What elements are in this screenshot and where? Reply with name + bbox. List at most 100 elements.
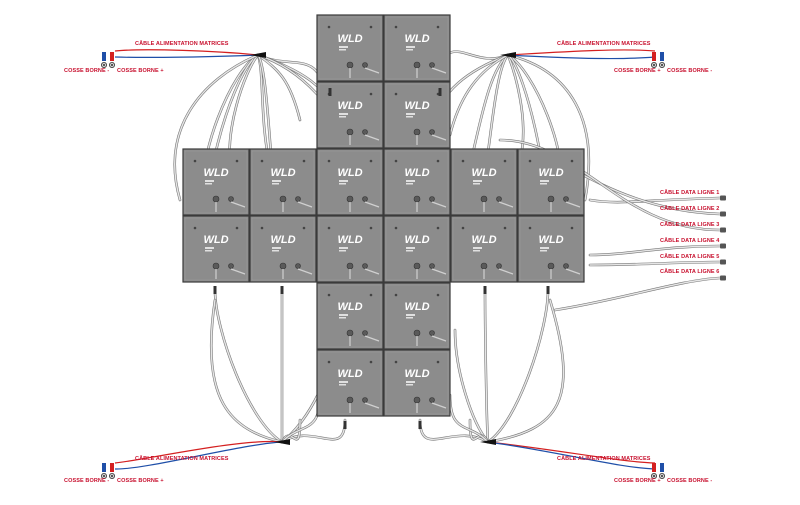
cosse-plus-label-top-left: COSSE BORNE +: [117, 68, 164, 74]
panel-screw: [503, 226, 507, 230]
panel-socket: [547, 262, 555, 270]
panel-screw: [570, 159, 574, 163]
led-panel: WLD: [517, 148, 585, 216]
panel-screw: [193, 226, 197, 230]
cosse-minus-label-top-left: COSSE BORNE -: [64, 68, 110, 74]
cable: [454, 329, 489, 443]
panel-jumper: [565, 268, 581, 275]
panel-sticker: [406, 247, 415, 249]
panel-socket: [563, 263, 569, 269]
panel-sticker: [339, 381, 348, 383]
panel-bevel: [318, 83, 382, 147]
led-panel: WLD: [316, 349, 384, 417]
panel-jumper: [431, 268, 447, 275]
panel-sticker: [406, 49, 413, 51]
data-line-connector: [720, 211, 726, 217]
panel-socket: [563, 196, 569, 202]
led-panel: WLD: [316, 282, 384, 350]
panel-bevel: [318, 150, 382, 214]
insulator-blue: [660, 463, 664, 472]
panel-screw: [436, 25, 440, 29]
panel-logo: WLD: [203, 234, 228, 246]
panel-socket: [496, 263, 502, 269]
panel-jumper: [297, 268, 313, 275]
panel-logo: WLD: [337, 301, 362, 313]
cosse-terminal-minus-center: [661, 475, 663, 477]
led-panel: WLD: [316, 14, 384, 82]
panel-screw: [369, 293, 373, 297]
led-panel: WLD: [383, 349, 451, 417]
panel-screw: [369, 25, 373, 29]
led-panel: WLD: [383, 215, 451, 283]
data-line-connector: [720, 243, 726, 249]
panel-sticker: [339, 116, 346, 118]
cosse-terminal-minus-center: [661, 64, 663, 66]
panel-sticker: [540, 247, 549, 249]
panel-sticker: [339, 384, 346, 386]
panel-screw: [503, 159, 507, 163]
power-wire-red: [114, 440, 283, 464]
cosse-terminal-plus-center: [111, 64, 113, 66]
panel-logo: WLD: [404, 33, 429, 45]
hub-top-right: [500, 52, 516, 58]
power-wire-blue: [487, 441, 656, 470]
panel-logo: WLD: [404, 301, 429, 313]
insulator-blue: [102, 463, 106, 472]
cable-plug: [343, 421, 347, 429]
cable: [589, 261, 721, 266]
panel-socket: [212, 195, 220, 203]
panel-sticker: [272, 183, 279, 185]
cosse-minus-label-top-right: COSSE BORNE -: [667, 68, 713, 74]
cable: [486, 288, 550, 444]
panel-sticker: [205, 250, 212, 252]
panel-socket: [346, 195, 354, 203]
led-panel: WLD: [450, 215, 518, 283]
panel-socket: [346, 61, 354, 69]
panel-sticker: [406, 317, 413, 319]
panel-sticker: [473, 250, 480, 252]
panel-sticker: [540, 250, 547, 252]
power-cable-label-top-right: CÂBLE ALIMENTATION MATRICES: [557, 41, 651, 47]
panel-sticker: [473, 183, 480, 185]
panel-socket: [295, 196, 301, 202]
panel-sticker: [339, 180, 348, 182]
panel-socket: [228, 263, 234, 269]
panel-logo: WLD: [404, 234, 429, 246]
cable-plug: [438, 88, 442, 96]
panel-bevel: [452, 217, 516, 281]
panel-jumper: [364, 402, 380, 409]
panel-sticker: [406, 183, 413, 185]
data-line-5-label: CÂBLE DATA LIGNE 5: [660, 254, 720, 260]
panel-screw: [369, 226, 373, 230]
cable: [484, 289, 489, 443]
hub-bottom-right: [480, 439, 496, 445]
panel-socket: [346, 329, 354, 337]
panel-bevel: [318, 351, 382, 415]
panel-logo: WLD: [404, 100, 429, 112]
insulator-blue: [102, 52, 106, 61]
cable: [487, 289, 549, 443]
cable-plug: [418, 421, 422, 429]
power-wire-blue: [114, 54, 259, 58]
panel-bevel: [385, 150, 449, 214]
led-panel: WLD: [182, 148, 250, 216]
panel-bevel: [385, 351, 449, 415]
data-line-3-label: CÂBLE DATA LIGNE 3: [660, 222, 720, 228]
cable: [213, 288, 284, 444]
panel-socket: [480, 262, 488, 270]
panel-socket: [413, 61, 421, 69]
panel-screw: [327, 25, 331, 29]
panel-socket: [413, 128, 421, 136]
panel-sticker: [406, 250, 413, 252]
panel-logo: WLD: [471, 167, 496, 179]
panel-screw: [436, 226, 440, 230]
cable: [486, 298, 565, 444]
panel-sticker: [272, 247, 281, 249]
panel-socket: [362, 263, 368, 269]
panel-screw: [235, 159, 239, 163]
panel-sticker: [272, 250, 279, 252]
panel-sticker: [339, 46, 348, 48]
panel-screw: [327, 159, 331, 163]
connectors-layer: [101, 52, 726, 479]
